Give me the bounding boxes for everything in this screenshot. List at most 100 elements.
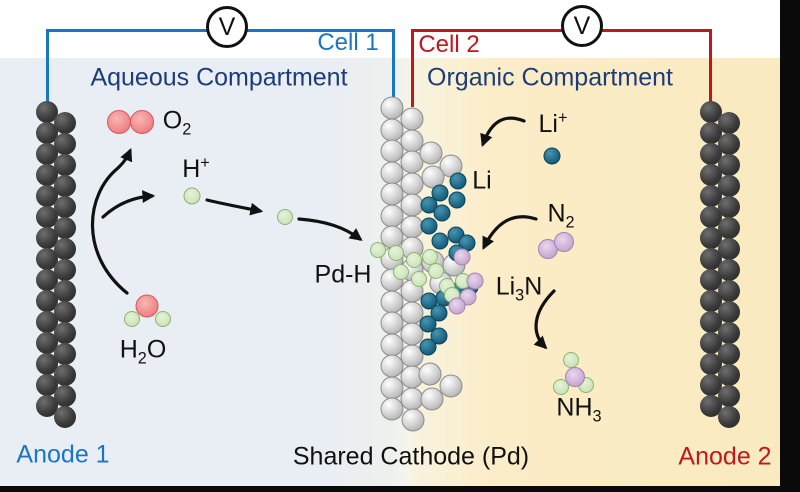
- h-atom: [428, 263, 444, 279]
- voltmeter-cell1-label: V: [218, 12, 236, 41]
- carbon-atom: [700, 353, 722, 375]
- h-plus-label: H+: [182, 153, 210, 184]
- carbon-atom: [54, 133, 76, 155]
- carbon-atom: [36, 332, 58, 354]
- carbon-atom: [700, 143, 722, 165]
- voltmeter-cell2-label: V: [573, 11, 591, 40]
- shared-cathode-label: Shared Cathode (Pd): [292, 442, 530, 471]
- li-atom: [419, 338, 437, 356]
- li-atom: [448, 191, 466, 209]
- carbon-atom: [36, 122, 58, 144]
- o-atom: [107, 110, 131, 134]
- carbon-atom: [54, 280, 76, 302]
- li-atom: [449, 172, 467, 190]
- n-atom: [565, 367, 585, 387]
- li-atom: [419, 315, 437, 333]
- o-atom: [135, 294, 159, 318]
- carbon-atom: [718, 322, 740, 344]
- carbon-atom: [54, 175, 76, 197]
- anode2-label: Anode 2: [678, 442, 772, 471]
- carbon-atom: [36, 269, 58, 291]
- h-atom: [393, 264, 409, 280]
- carbon-atom: [700, 206, 722, 228]
- carbon-atom: [700, 332, 722, 354]
- carbon-atom: [700, 101, 722, 123]
- li-atom: [433, 204, 451, 222]
- h-atom: [155, 311, 171, 327]
- carbon-atom: [700, 227, 722, 249]
- carbon-atom: [700, 164, 722, 186]
- carbon-atom: [718, 343, 740, 365]
- carbon-atom: [54, 364, 76, 386]
- anode1-label: Anode 1: [16, 440, 110, 469]
- h-atom: [277, 209, 293, 225]
- h-atom: [563, 352, 579, 368]
- n2-label: N2: [547, 199, 575, 232]
- voltmeter-cell1: V: [206, 6, 248, 48]
- carbon-atom: [700, 122, 722, 144]
- figure-frame-right: [780, 0, 800, 492]
- carbon-atom: [36, 311, 58, 333]
- pd-atom: [419, 141, 443, 165]
- carbon-atom: [700, 269, 722, 291]
- li3n-label: Li3N: [495, 272, 543, 305]
- carbon-atom: [718, 175, 740, 197]
- li-plus-label: Li+: [538, 108, 568, 139]
- carbon-atom: [36, 290, 58, 312]
- organic-compartment-label: Organic Compartment: [427, 63, 673, 92]
- h-atom: [370, 242, 386, 258]
- carbon-atom: [54, 406, 76, 428]
- carbon-atom: [700, 395, 722, 417]
- o2-label: O2: [162, 106, 192, 139]
- carbon-atom: [718, 385, 740, 407]
- cell1-label: Cell 1: [317, 29, 379, 56]
- carbon-atom: [36, 185, 58, 207]
- carbon-atom: [54, 259, 76, 281]
- carbon-atom: [700, 290, 722, 312]
- carbon-atom: [718, 112, 740, 134]
- n-atom: [448, 297, 466, 315]
- carbon-atom: [718, 364, 740, 386]
- cell2-label: Cell 2: [418, 31, 480, 58]
- h-atom: [553, 379, 569, 395]
- pd-atom: [439, 374, 463, 398]
- carbon-atom: [54, 238, 76, 260]
- h2o-label: H2O: [119, 335, 167, 368]
- h-atom: [411, 271, 427, 287]
- carbon-atom: [54, 301, 76, 323]
- li-atom: [431, 184, 449, 202]
- carbon-atom: [718, 406, 740, 428]
- carbon-atom: [700, 374, 722, 396]
- carbon-atom: [718, 154, 740, 176]
- li-atom: [420, 217, 438, 235]
- li-atom: [430, 304, 448, 322]
- cell1-wire-anode: [46, 29, 49, 105]
- carbon-atom: [718, 238, 740, 260]
- carbon-atom: [54, 385, 76, 407]
- carbon-atom: [718, 280, 740, 302]
- n-atom: [466, 272, 484, 290]
- carbon-atom: [718, 133, 740, 155]
- voltmeter-cell2: V: [561, 5, 603, 47]
- h-atom: [388, 245, 404, 261]
- nh3-label: NH3: [556, 393, 602, 426]
- carbon-atom: [36, 248, 58, 270]
- carbon-atom: [36, 353, 58, 375]
- pd-atom: [418, 362, 442, 386]
- pd-atom: [420, 387, 444, 411]
- carbon-atom: [54, 154, 76, 176]
- carbon-atom: [36, 101, 58, 123]
- carbon-atom: [54, 112, 76, 134]
- carbon-atom: [54, 343, 76, 365]
- carbon-atom: [718, 259, 740, 281]
- pd-h-label: Pd-H: [314, 260, 372, 289]
- carbon-atom: [36, 374, 58, 396]
- h-atom: [406, 252, 422, 268]
- li-atom: [431, 232, 449, 250]
- h-atom: [124, 311, 140, 327]
- o-atom: [130, 110, 154, 134]
- carbon-atom: [700, 248, 722, 270]
- carbon-atom: [54, 217, 76, 239]
